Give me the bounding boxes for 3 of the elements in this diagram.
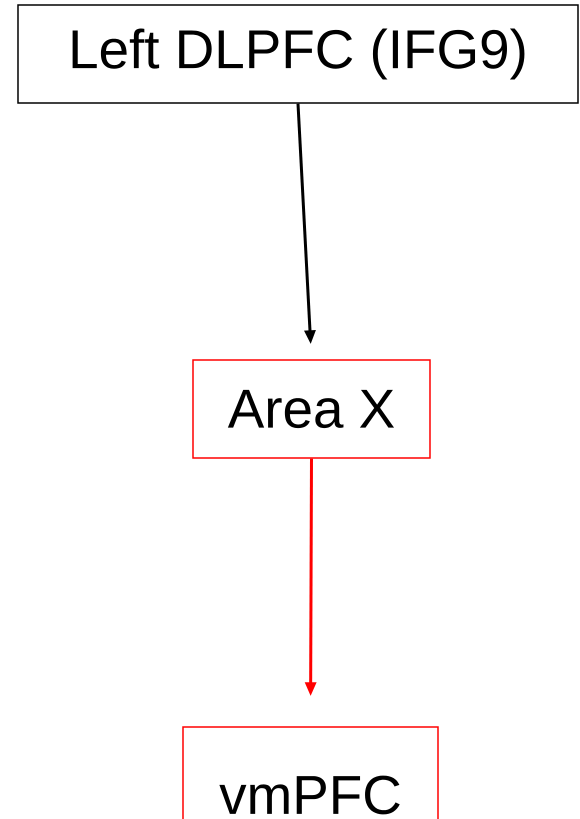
label-box: Area X <box>192 359 431 459</box>
label-box: Left DLPFC (IFG9) <box>17 4 579 104</box>
label-box: vmPFC <box>182 726 439 819</box>
